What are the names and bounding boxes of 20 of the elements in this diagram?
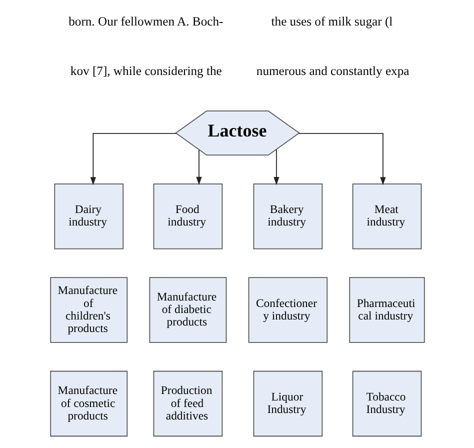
node-box: Production of feed additives [152,370,222,437]
node-box: Liquor Industry [252,370,322,437]
node-box: Meat industry [352,183,422,250]
node-box: Food industry [152,183,222,250]
label: born. Our fellowmen A. Boch- [68,14,223,29]
node-box: Manufacture of diabetic products [148,277,226,343]
arrow [298,133,386,186]
node-box: Bakery industry [252,183,322,250]
arrow [196,149,202,186]
label: kov [7], while considering the [70,64,222,78]
label: numerous and constantly expa [256,64,409,78]
node-box: Dairy industry [54,183,124,250]
node-box: Tobacco Industry [352,370,422,437]
node-box: Manufacture of cosmetic products [50,370,128,437]
node-box: Manufacture of children's products [50,277,128,343]
arrow [90,133,176,186]
node-box: Confectioner y industry [248,277,328,343]
arrow [273,149,279,186]
label: the uses of milk sugar (l [270,14,392,29]
node-box: Pharmaceuti cal industry [348,277,424,343]
